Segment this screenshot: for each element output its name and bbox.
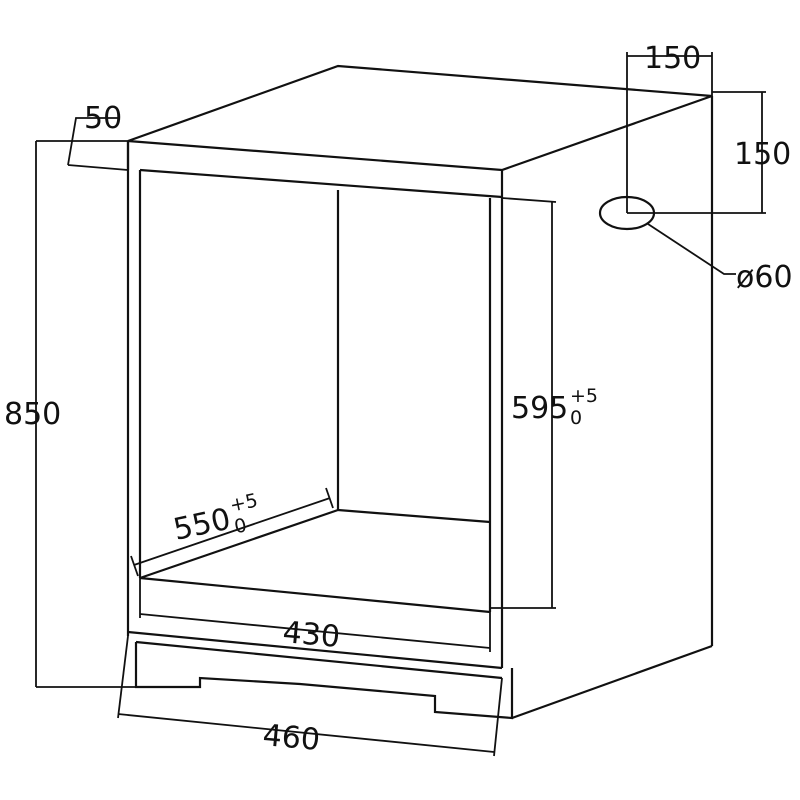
label-550: 550 [170, 502, 233, 548]
label-595-tol-lower: 0 [570, 407, 582, 429]
plinth-recess [134, 642, 514, 720]
dim-550-line [133, 497, 331, 566]
dim-550-tick-b [325, 487, 334, 509]
label-595: 595 [511, 391, 568, 426]
label-550-tol-upper: +5 [228, 489, 260, 516]
label-150-vertical: 150 [734, 137, 791, 172]
dim-460-ext-left [117, 635, 129, 719]
right-side-bottom-edge [511, 644, 713, 720]
cabinet-top-surface [127, 64, 713, 172]
dimension-lines [35, 52, 766, 757]
cabinet-outline [126, 64, 714, 720]
dim-595-ext-top [501, 197, 557, 203]
dim-50-leader [67, 117, 118, 166]
label-550-group: 550 +5 0 [170, 489, 260, 548]
label-hole-diameter: ø60 [736, 260, 793, 295]
label-595-tol-upper: +5 [570, 385, 598, 407]
bottom-rail-line [135, 640, 503, 680]
label-150-horizontal: 150 [644, 41, 701, 76]
dim-430-line [139, 613, 491, 649]
dimension-labels: 850 50 595 +5 0 550 +5 0 430 460 150 150… [4, 41, 793, 758]
label-460: 460 [261, 718, 321, 758]
label-430: 430 [281, 615, 341, 655]
dim-460-line [117, 713, 495, 753]
niche-floor-left [139, 508, 339, 580]
label-850: 850 [4, 397, 61, 432]
dim-hole-leader [647, 223, 736, 275]
front-rail-lower-line [139, 168, 503, 199]
niche-floor-front [139, 576, 491, 614]
dim-550-tick-a [130, 555, 139, 577]
dim-460-ext-right [493, 677, 503, 757]
niche-floor-back [337, 508, 491, 524]
label-50: 50 [84, 101, 122, 136]
label-550-tol-lower: 0 [232, 514, 248, 538]
bottom-rail-top [127, 630, 503, 670]
dim-50-base [67, 164, 129, 171]
